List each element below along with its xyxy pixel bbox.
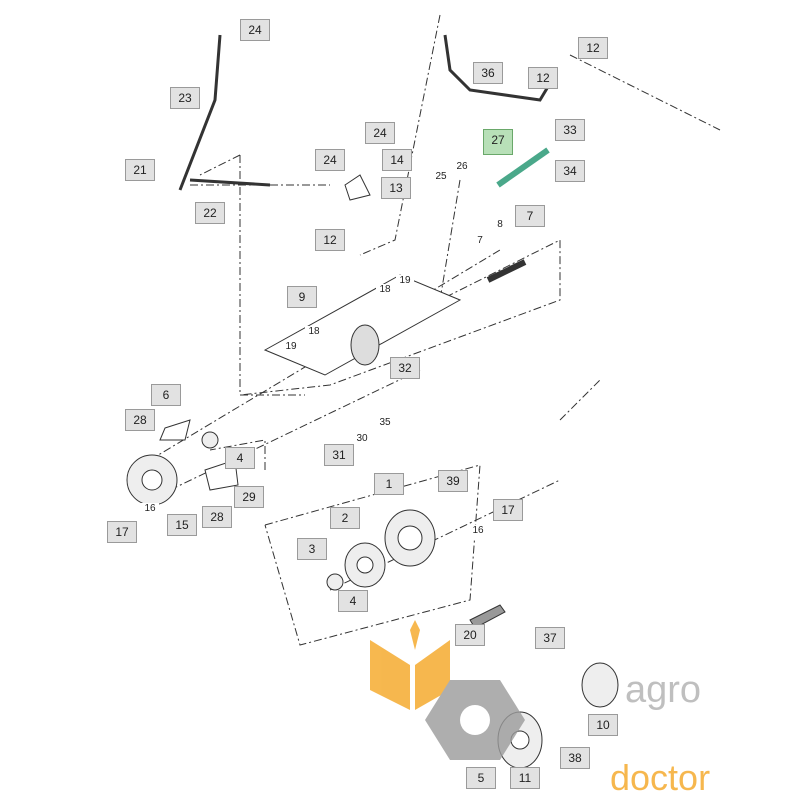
part-27-rod xyxy=(496,147,550,188)
callout-18[interactable]: 18 xyxy=(376,284,394,298)
callout-3[interactable]: 3 xyxy=(297,538,327,560)
callout-4[interactable]: 4 xyxy=(338,590,368,612)
callout-35[interactable]: 35 xyxy=(376,417,394,431)
callout-7[interactable]: 7 xyxy=(471,235,489,249)
callout-22[interactable]: 22 xyxy=(195,202,225,224)
callout-20[interactable]: 20 xyxy=(455,624,485,646)
callout-7[interactable]: 7 xyxy=(515,205,545,227)
callout-12[interactable]: 12 xyxy=(578,37,608,59)
callout-28[interactable]: 28 xyxy=(125,409,155,431)
callout-29[interactable]: 29 xyxy=(234,486,264,508)
callout-17[interactable]: 17 xyxy=(493,499,523,521)
agro-doctor-logo: agro doctor xyxy=(370,620,710,798)
callout-24[interactable]: 24 xyxy=(240,19,270,41)
callout-1[interactable]: 1 xyxy=(374,473,404,495)
callout-31[interactable]: 31 xyxy=(324,444,354,466)
callout-24[interactable]: 24 xyxy=(365,122,395,144)
callout-27-highlighted[interactable]: 27 xyxy=(483,129,513,155)
callout-26[interactable]: 26 xyxy=(453,161,471,175)
callout-5[interactable]: 5 xyxy=(466,767,496,789)
callout-10[interactable]: 10 xyxy=(588,714,618,736)
callout-33[interactable]: 33 xyxy=(555,119,585,141)
callout-30[interactable]: 30 xyxy=(353,433,371,447)
callout-19[interactable]: 19 xyxy=(396,275,414,289)
callout-9[interactable]: 9 xyxy=(287,286,317,308)
callout-24[interactable]: 24 xyxy=(315,149,345,171)
callout-2[interactable]: 2 xyxy=(330,507,360,529)
callout-19[interactable]: 19 xyxy=(282,341,300,355)
callout-23[interactable]: 23 xyxy=(170,87,200,109)
callout-39[interactable]: 39 xyxy=(438,470,468,492)
callout-16[interactable]: 16 xyxy=(141,503,159,517)
svg-text:agro: agro xyxy=(625,669,701,711)
callout-12[interactable]: 12 xyxy=(315,229,345,251)
callout-36[interactable]: 36 xyxy=(473,62,503,84)
callout-16[interactable]: 16 xyxy=(469,525,487,539)
callout-4[interactable]: 4 xyxy=(225,447,255,469)
svg-text:doctor: doctor xyxy=(610,757,710,798)
callout-17[interactable]: 17 xyxy=(107,521,137,543)
callout-6[interactable]: 6 xyxy=(151,384,181,406)
callout-21[interactable]: 21 xyxy=(125,159,155,181)
callout-8[interactable]: 8 xyxy=(491,219,509,233)
callout-28[interactable]: 28 xyxy=(202,506,232,528)
callout-12[interactable]: 12 xyxy=(528,67,558,89)
callout-32[interactable]: 32 xyxy=(390,357,420,379)
callout-34[interactable]: 34 xyxy=(555,160,585,182)
callout-37[interactable]: 37 xyxy=(535,627,565,649)
callout-15[interactable]: 15 xyxy=(167,514,197,536)
callout-38[interactable]: 38 xyxy=(560,747,590,769)
callout-14[interactable]: 14 xyxy=(382,149,412,171)
callout-18[interactable]: 18 xyxy=(305,326,323,340)
callout-13[interactable]: 13 xyxy=(381,177,411,199)
callout-25[interactable]: 25 xyxy=(432,171,450,185)
callout-11[interactable]: 11 xyxy=(510,767,540,789)
